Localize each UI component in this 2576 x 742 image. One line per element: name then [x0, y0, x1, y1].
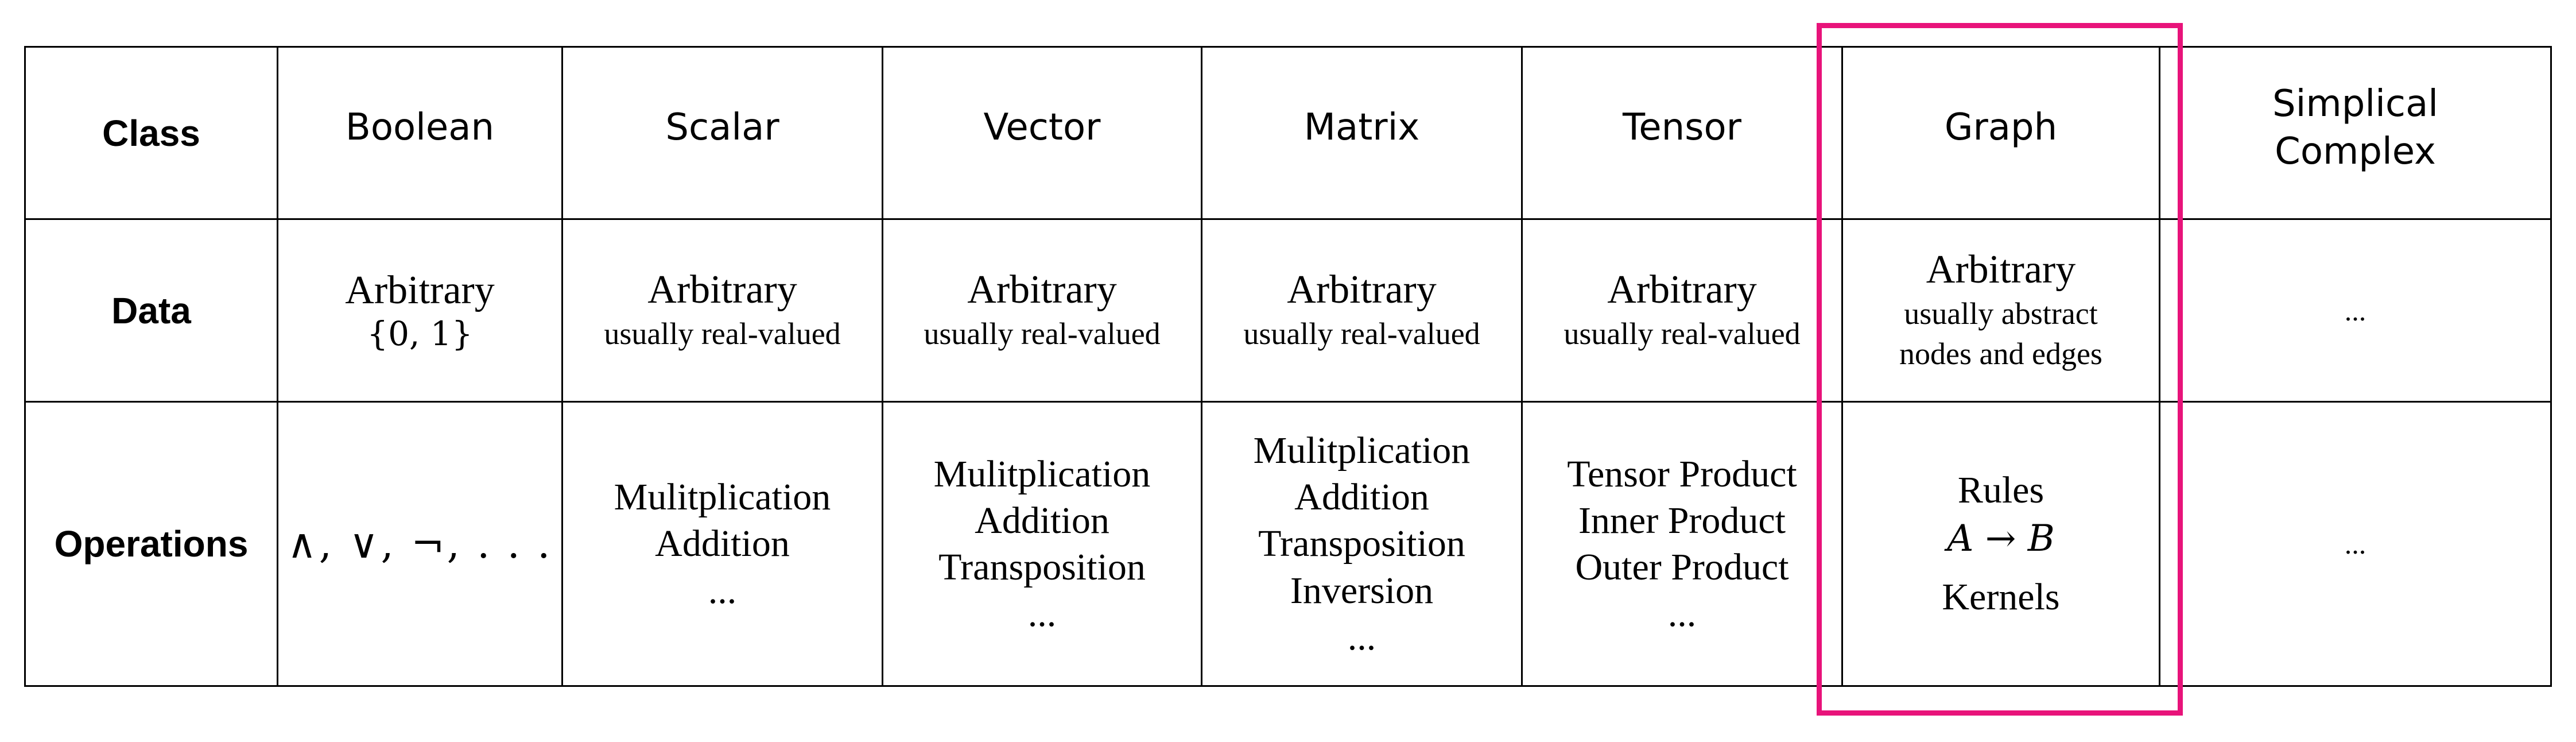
- data-cell-matrix: Arbitrary usually real-valued: [1202, 220, 1521, 401]
- data-main-text: Arbitrary: [1926, 248, 2076, 292]
- row-header-data: Data: [111, 289, 191, 331]
- data-sub-text: usually real-valued: [604, 316, 841, 351]
- data-cell-boolean: Arbitrary {0, 1}: [278, 220, 561, 401]
- op-item: Rules: [1957, 469, 2044, 512]
- column-header-scalar: Scalar: [665, 106, 779, 149]
- data-sub-text: usually real-valued: [1564, 316, 1801, 351]
- row-header-class: Class: [102, 112, 200, 154]
- op-item: Transposition: [1258, 523, 1465, 565]
- boolean-operators: ∧, ∨, ¬, . . .: [287, 520, 553, 567]
- ellipsis-text: ...: [2344, 294, 2366, 327]
- column-header-vector: Vector: [983, 106, 1101, 149]
- ellipsis-text: ...: [2344, 528, 2366, 560]
- data-main-text: Arbitrary: [967, 268, 1117, 312]
- ops-cell-tensor: Tensor Product Inner Product Outer Produ…: [1523, 403, 1841, 685]
- column-divider: [882, 48, 883, 685]
- column-divider: [1521, 48, 1523, 685]
- op-item: ...: [708, 569, 737, 612]
- ops-cell-vector: Mulitplication Addition Transposition ..…: [883, 403, 1201, 685]
- column-divider: [1841, 48, 1843, 685]
- op-item: Mulitplication: [614, 476, 831, 519]
- data-cell-vector: Arbitrary usually real-valued: [883, 220, 1201, 401]
- rule-formula: A → B: [1947, 517, 2055, 560]
- op-item: Outer Product: [1575, 546, 1789, 588]
- op-item: ...: [1667, 593, 1697, 635]
- ops-cell-graph: Rules A → B Kernels: [1843, 403, 2159, 685]
- column-header-tensor: Tensor: [1623, 106, 1741, 149]
- classification-table: Class Data Operations Boolean Scalar Vec…: [24, 46, 2552, 687]
- ops-cell-boolean: ∧, ∨, ¬, . . .: [278, 403, 561, 685]
- data-cell-scalar: Arbitrary usually real-valued: [563, 220, 882, 401]
- op-item: Tensor Product: [1567, 453, 1797, 495]
- data-main-text: Arbitrary: [1607, 268, 1757, 312]
- op-item: Mulitplication: [933, 453, 1151, 495]
- op-item: Inner Product: [1578, 499, 1786, 542]
- column-header-matrix: Matrix: [1303, 106, 1420, 149]
- column-header-boolean: Boolean: [345, 106, 495, 149]
- column-header-simplical-complex: Simplical Complex: [2272, 82, 2439, 173]
- data-cell-graph: Arbitrary usually abstract nodes and edg…: [1843, 220, 2159, 401]
- graph-column-highlight-box: [1817, 23, 2183, 716]
- ops-cell-simplical-complex: ...: [2160, 403, 2550, 685]
- data-cell-simplical-complex: ...: [2160, 220, 2550, 401]
- op-item: Kernels: [1942, 576, 2060, 619]
- data-main-text: Arbitrary: [345, 268, 495, 313]
- op-item: Addition: [655, 523, 790, 565]
- ops-cell-matrix: Mulitplication Addition Transposition In…: [1202, 403, 1521, 685]
- op-item: Mulitplication: [1253, 430, 1471, 472]
- op-item: ...: [1347, 616, 1376, 658]
- row-divider: [26, 401, 2550, 403]
- data-sub-text: usually real-valued: [1243, 316, 1480, 351]
- column-header-graph: Graph: [1944, 106, 2058, 149]
- op-item: Addition: [975, 499, 1109, 542]
- data-main-text: Arbitrary: [1287, 268, 1437, 312]
- ops-cell-scalar: Mulitplication Addition ...: [563, 403, 882, 685]
- data-sub-text: {0, 1}: [367, 314, 473, 353]
- data-sub-text: nodes and edges: [1899, 336, 2102, 371]
- row-header-operations: Operations: [54, 523, 249, 565]
- op-item: Addition: [1294, 476, 1429, 519]
- column-divider: [1201, 48, 1202, 685]
- data-main-text: Arbitrary: [647, 268, 797, 312]
- column-divider: [277, 48, 278, 685]
- op-item: Transposition: [938, 546, 1146, 588]
- data-sub-text: usually abstract: [1904, 296, 2098, 331]
- column-divider: [561, 48, 563, 685]
- data-cell-tensor: Arbitrary usually real-valued: [1523, 220, 1841, 401]
- data-sub-text: usually real-valued: [924, 316, 1161, 351]
- row-divider: [26, 218, 2550, 220]
- op-item: ...: [1027, 593, 1057, 635]
- op-item: Inversion: [1290, 569, 1434, 612]
- column-divider: [2159, 48, 2160, 685]
